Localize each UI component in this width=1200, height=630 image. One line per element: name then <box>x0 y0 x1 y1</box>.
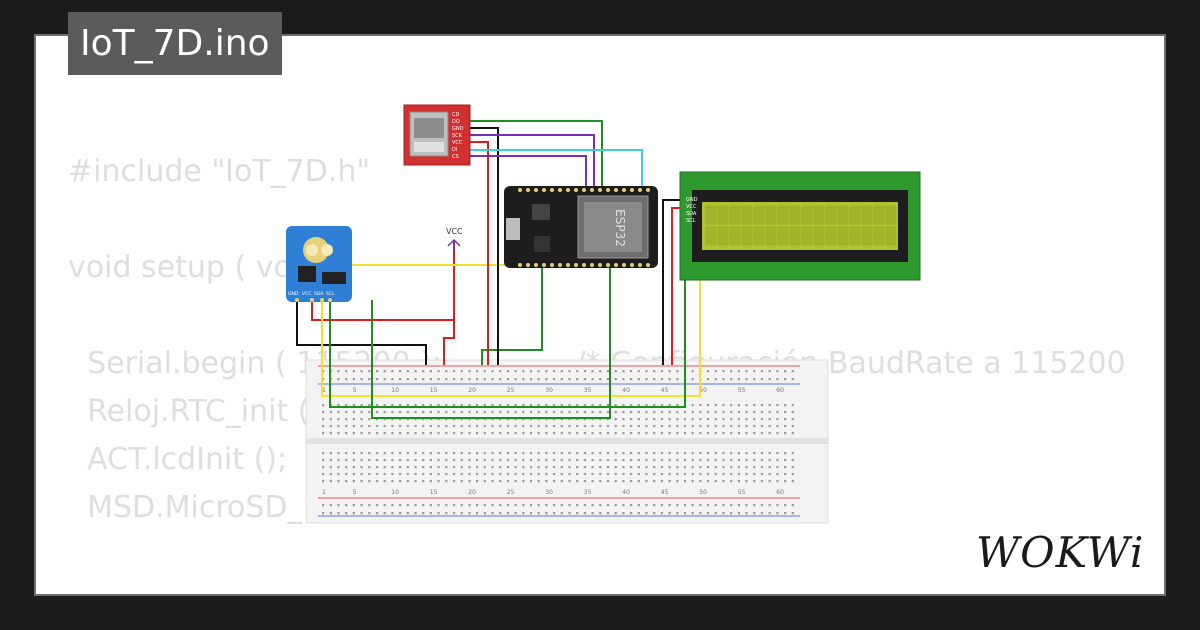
wokwi-logo: WOKWi <box>976 528 1144 577</box>
wire-green-sd <box>470 120 603 188</box>
page-title: IoT_7D.ino <box>68 12 282 75</box>
breadboard-column-number: 25 <box>507 387 515 394</box>
wokwi-logo-text: WOKWi <box>976 528 1145 577</box>
sd-pin-label: DI <box>452 147 457 153</box>
wire-green-rtc <box>329 214 686 408</box>
breadboard-column-number: 35 <box>584 489 592 496</box>
breadboard-column-number: 5 <box>353 387 357 394</box>
breadboard-column-number: 25 <box>507 489 515 496</box>
wire-purple1 <box>470 134 595 188</box>
rtc-pin-label: SDA <box>314 291 324 297</box>
wires <box>296 120 701 419</box>
breadboard-column-number: 40 <box>622 387 630 394</box>
breadboard: 1155101015152020252530303535404045455050… <box>305 359 829 524</box>
esp32-label: ESP32 <box>613 209 627 247</box>
wire-red-sd <box>470 141 489 365</box>
sd-card-module[interactable]: CD DO GND SCK VCC DI CS <box>403 104 471 166</box>
breadboard-column-number: 10 <box>391 489 399 496</box>
breadboard-column-number: 45 <box>661 489 669 496</box>
vcc-symbol: VCC <box>446 227 463 252</box>
breadboard-column-number: 15 <box>430 387 438 394</box>
breadboard-column-number: 60 <box>776 387 784 394</box>
esp32-board[interactable]: ESP32 <box>504 186 658 268</box>
breadboard-column-number: 10 <box>391 387 399 394</box>
breadboard-column-number: 15 <box>430 489 438 496</box>
sd-pin-label: GND <box>452 126 464 132</box>
wire-green-esp <box>371 268 611 419</box>
breadboard-column-number: 55 <box>738 489 746 496</box>
lcd-pin-label: SCL <box>686 218 696 224</box>
code-line: Reloj.RTC_init ( <box>68 394 310 429</box>
breadboard-column-number: 1 <box>322 387 326 394</box>
wire-green-bb <box>481 268 543 365</box>
wire-red-vcc <box>443 248 455 365</box>
code-line: #include "IoT_7D.h" <box>68 154 371 189</box>
breadboard-column-number: 50 <box>699 387 707 394</box>
breadboard-column-number: 20 <box>468 489 476 496</box>
breadboard-column-number: 1 <box>322 489 326 496</box>
sd-pin-label: SCK <box>452 133 463 139</box>
breadboard-column-number: 35 <box>584 387 592 394</box>
lcd-display[interactable]: GND VCC SDA SCL <box>679 171 921 281</box>
wire-cyan <box>470 149 643 188</box>
breadboard-column-number: 20 <box>468 387 476 394</box>
bottom-bar <box>68 596 1166 630</box>
breadboard-column-number: 60 <box>776 489 784 496</box>
wire-black-sd <box>470 127 499 365</box>
breadboard-column-number: 45 <box>661 387 669 394</box>
breadboard-column-number: 55 <box>738 387 746 394</box>
vcc-label: VCC <box>446 227 463 236</box>
code-line: void setup ( vo <box>68 250 292 285</box>
wire-black-rtc <box>296 300 427 365</box>
sd-pin-label: CS <box>452 154 459 160</box>
breadboard-column-number: 50 <box>699 489 707 496</box>
code-line: MSD.MicroSD_ <box>68 490 303 525</box>
rtc-pin-label: SCL <box>326 291 335 297</box>
wire-purple2 <box>470 155 587 188</box>
code-line: ACT.lcdInit (); <box>68 442 288 477</box>
breadboard-column-number: 30 <box>545 387 553 394</box>
sd-pin-label: VCC <box>452 140 463 146</box>
sd-pin-label: CD <box>452 112 459 118</box>
rtc-pin-label: VCC <box>302 291 311 297</box>
breadboard-column-number: 30 <box>545 489 553 496</box>
lcd-pin-label: GND <box>686 197 698 203</box>
breadboard-column-number: 40 <box>622 489 630 496</box>
rtc-module[interactable]: GND VCC SDA SCL <box>286 226 352 302</box>
lcd-pin-label: VCC <box>686 204 697 210</box>
lcd-pin-label: SDA <box>686 211 697 217</box>
sd-pin-label: DO <box>452 119 460 125</box>
rtc-pin-label: GND <box>288 291 299 297</box>
wire-black-lcd <box>662 199 686 365</box>
breadboard-column-number: 5 <box>353 489 357 496</box>
